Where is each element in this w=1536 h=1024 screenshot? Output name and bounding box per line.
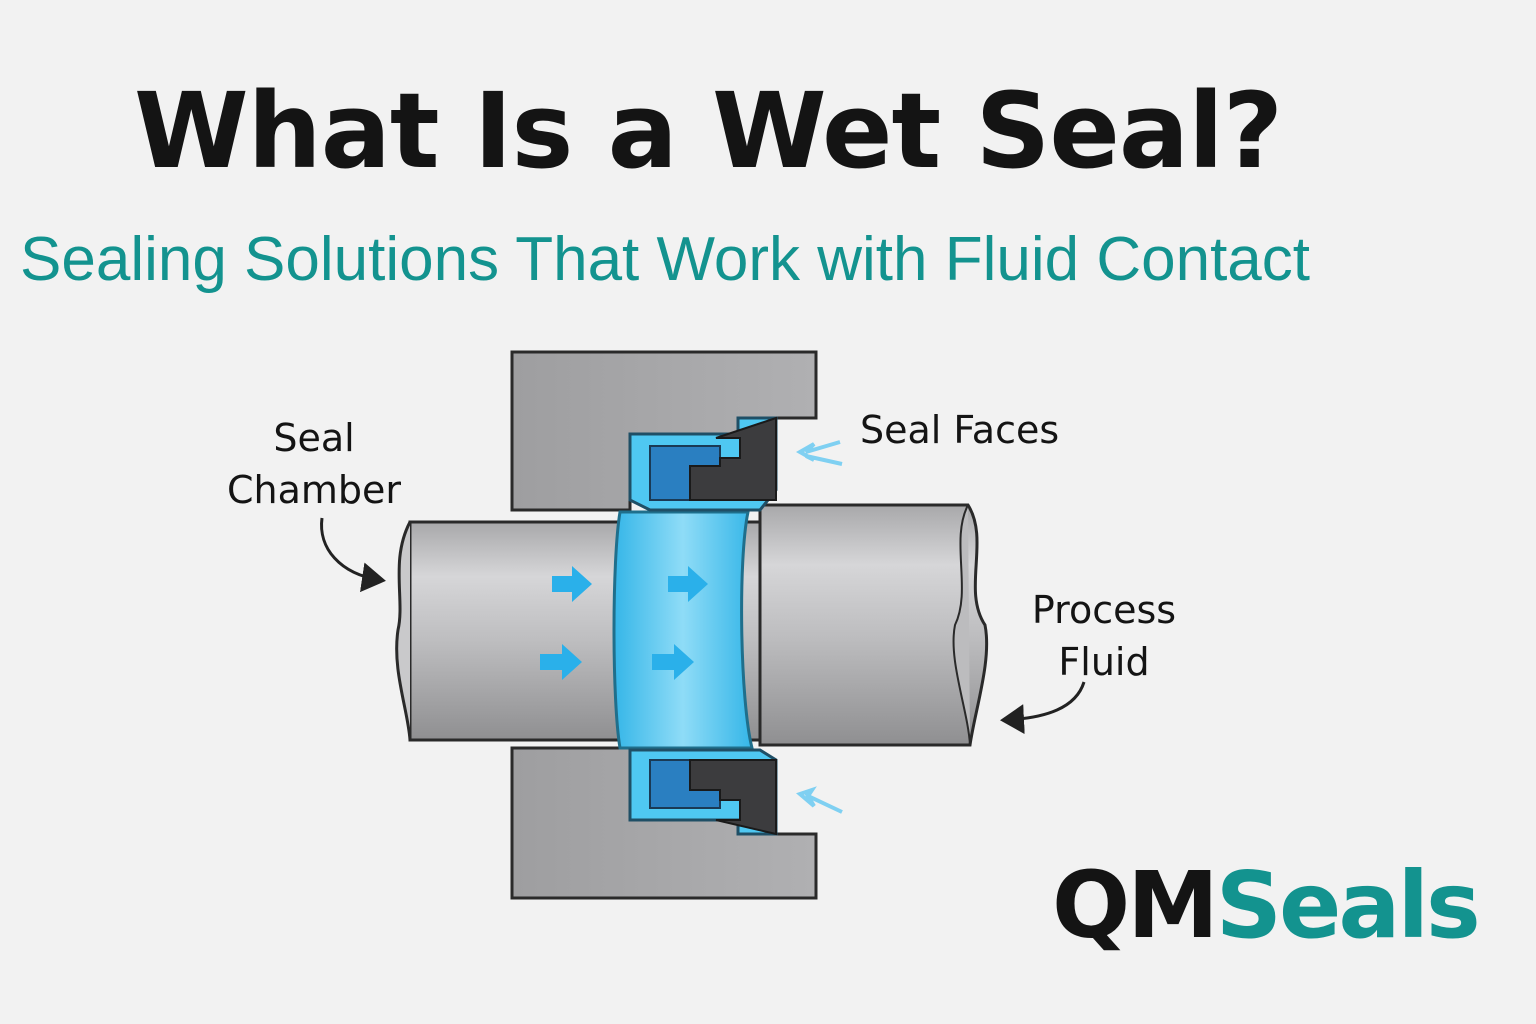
process-fluid-label-line: Fluid: [1058, 640, 1150, 684]
callout-arrows: [320, 517, 1086, 735]
logo-part-seals: Seals: [1215, 852, 1481, 959]
seal-faces-upper: [628, 416, 778, 512]
seal-chamber-label: Seal Chamber: [214, 412, 414, 516]
qmseals-logo: QMSeals: [1052, 852, 1481, 959]
process-fluid-label: Process Fluid: [1004, 584, 1204, 688]
flow-arrow-icon: [796, 786, 843, 814]
seal-chamber-callout-arrow: [320, 517, 386, 593]
flow-arrow-icon: [668, 566, 708, 602]
seal-faces-label: Seal Faces: [860, 408, 1060, 452]
page-subtitle: Sealing Solutions That Work with Fluid C…: [20, 225, 1311, 294]
process-fluid-label-line: Process: [1031, 588, 1177, 632]
process-fluid-callout-arrow: [1000, 681, 1086, 735]
flow-arrow-icon: [652, 644, 694, 680]
logo-part-qm: QM: [1052, 852, 1219, 959]
page-title: What Is a Wet Seal?: [133, 70, 1283, 192]
flow-arrow-icon: [552, 566, 592, 602]
flow-arrows: [540, 440, 843, 814]
seal-chamber-label-line: Seal: [273, 416, 355, 460]
process-fluid-band: [612, 510, 754, 750]
seal-faces-lower: [628, 748, 778, 836]
seal-chamber-label-line: Chamber: [226, 468, 402, 512]
flow-arrow-icon: [540, 644, 582, 680]
flow-arrow-icon: [795, 440, 843, 466]
